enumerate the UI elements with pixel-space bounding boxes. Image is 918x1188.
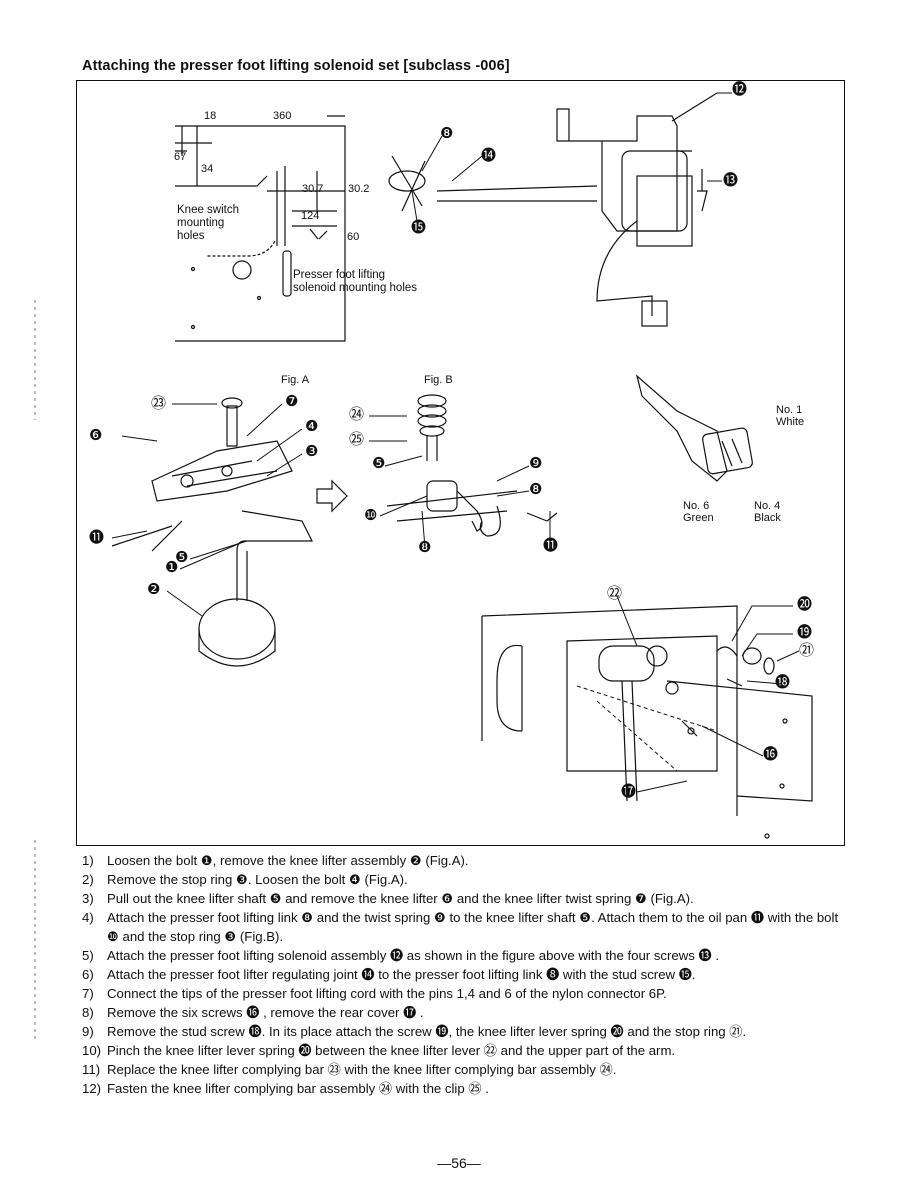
- callout-10: ❿: [364, 507, 378, 524]
- callout-17: ⓱: [621, 783, 637, 800]
- solenoid-holes-label: Presser foot lifting solenoid mounting h…: [293, 269, 418, 294]
- list-item: 9)Remove the stud screw ⓲. In its place …: [82, 1024, 747, 1039]
- callout-16: ⓰: [763, 746, 779, 763]
- callout-11: ⓫: [89, 529, 105, 546]
- list-item: 5)Attach the presser foot lifting soleno…: [82, 948, 720, 963]
- callout-2: ❷: [147, 581, 161, 598]
- connector-no6-label: No. 6 Green: [683, 500, 714, 524]
- dimension-label: 124: [301, 210, 320, 222]
- list-item: 8)Remove the six screws ⓰ , remove the r…: [82, 1005, 424, 1020]
- callout-4: ❹: [305, 418, 319, 435]
- callout-13: ⓭: [723, 172, 739, 189]
- list-item: 7)Connect the tips of the presser foot l…: [82, 986, 667, 1001]
- assembly-illustration: [111, 92, 813, 839]
- callout-9: ❾: [529, 455, 543, 472]
- callout-6: ❻: [89, 427, 103, 444]
- callout-12: ⓬: [732, 81, 748, 98]
- callout-3: ❸: [305, 443, 319, 460]
- callout-5: ❺: [175, 549, 189, 566]
- callout-23: ㉓: [151, 395, 167, 412]
- callout-19: ⓳: [797, 624, 813, 641]
- dimension-label: 30.7: [302, 183, 324, 195]
- connector-no4-label: No. 4 Black: [754, 500, 781, 524]
- callout-18: ⓲: [775, 674, 791, 691]
- fig-a-label: Fig. A: [281, 374, 310, 386]
- fig-b-label: Fig. B: [424, 374, 453, 386]
- callout-1: ❶: [165, 559, 179, 576]
- figure-box: 18 360 67 34 30.7 30.2 124 60 Knee switc…: [76, 80, 845, 846]
- dimension-label: 67: [174, 151, 187, 163]
- callout-20: ⓴: [797, 596, 813, 613]
- connector-no1-label: No. 1 White: [776, 404, 805, 428]
- list-item: 1)Loosen the bolt ❶, remove the knee lif…: [82, 853, 469, 868]
- margin-mark: [34, 840, 36, 1040]
- callout-15: ⓯: [411, 219, 427, 236]
- dimension-label: 30.2: [348, 183, 370, 195]
- callout-5b: ❺: [372, 455, 386, 472]
- list-item: 11)Replace the knee lifter complying bar…: [82, 1062, 617, 1077]
- margin-mark: [34, 300, 36, 420]
- dimension-label: 360: [273, 110, 292, 122]
- dimension-label: 60: [347, 231, 360, 243]
- callout-21: ㉑: [799, 642, 815, 659]
- callout-8b: ❽: [529, 481, 543, 498]
- callout-22: ㉒: [607, 585, 623, 602]
- page-title: Attaching the presser foot lifting solen…: [82, 58, 510, 74]
- callout-7: ❼: [285, 393, 299, 410]
- callout-14: ⓮: [481, 147, 497, 164]
- callout-8c: ❽: [418, 539, 432, 556]
- knee-switch-label: Knee switch mounting holes: [177, 204, 240, 242]
- callout-8: ❽: [440, 125, 454, 142]
- instruction-list: 1)Loosen the bolt ❶, remove the knee lif…: [82, 851, 842, 1098]
- callout-24: ㉔: [349, 406, 365, 423]
- page-number: —56—: [437, 1155, 481, 1171]
- list-item: 3)Pull out the knee lifter shaft ❺ and r…: [82, 891, 694, 906]
- list-item: 2)Remove the stop ring ❸. Loosen the bol…: [82, 872, 408, 887]
- callout-25: ㉕: [349, 431, 365, 448]
- dimension-label: 18: [204, 110, 217, 122]
- list-item: 6)Attach the presser foot lifter regulat…: [82, 967, 696, 982]
- callout-11b: ⓫: [543, 537, 559, 554]
- list-item: 4)Attach the presser foot lifting link ❽…: [82, 910, 839, 944]
- list-item: 12)Fasten the knee lifter complying bar …: [82, 1081, 489, 1096]
- list-item: 10)Pinch the knee lifter lever spring ⓴ …: [82, 1043, 676, 1058]
- dimension-label: 34: [201, 163, 214, 175]
